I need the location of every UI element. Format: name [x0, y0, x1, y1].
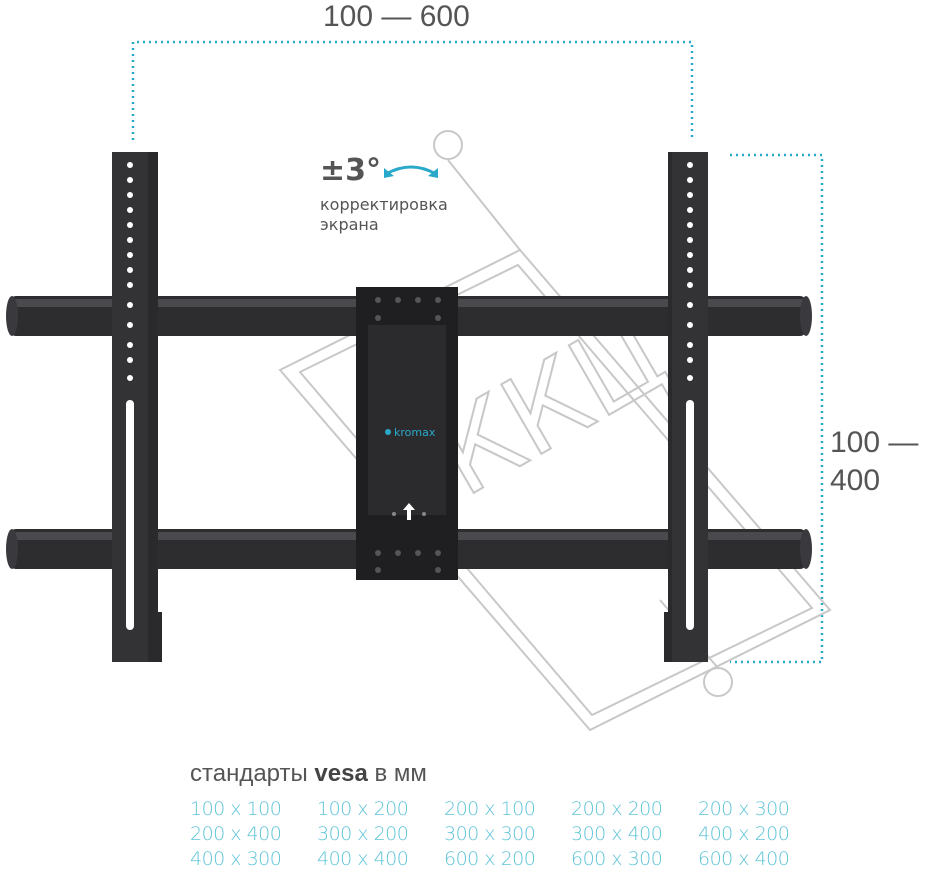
vesa-size: 600 x 400: [698, 848, 790, 870]
brand-logo: kromax: [394, 426, 436, 439]
vesa-sizes-grid: 100 x 100 100 x 200 200 x 100 200 x 200 …: [190, 797, 825, 871]
vesa-size: 100 x 200: [317, 798, 409, 820]
vesa-size: 100 x 100: [190, 798, 282, 820]
vesa-title-prefix: стандарты: [190, 760, 308, 787]
tilt-angle: ±3°: [320, 153, 381, 188]
vesa-size: 400 x 200: [698, 823, 790, 845]
right-vertical-bracket: [664, 152, 708, 662]
vesa-size: 400 x 300: [190, 848, 282, 870]
height-range-label-bottom: 400: [830, 464, 880, 497]
vesa-size: 300 x 200: [317, 823, 409, 845]
vesa-title: стандарты vesa в мм: [190, 760, 427, 788]
vesa-size: 200 x 300: [698, 798, 790, 820]
vesa-size: 300 x 300: [444, 823, 536, 845]
vesa-size: 200 x 100: [444, 798, 536, 820]
vesa-size: 200 x 400: [190, 823, 282, 845]
vesa-size: 400 x 400: [317, 848, 409, 870]
vesa-size: 600 x 200: [444, 848, 536, 870]
up-arrow-icon: [403, 503, 415, 520]
width-range-label: 100 — 600: [323, 0, 470, 33]
tilt-arrow-icon: [385, 165, 437, 176]
tilt-caption-line2: экрана: [320, 215, 379, 234]
vesa-title-bold: vesa: [314, 760, 368, 787]
dimension-lines: [131, 40, 824, 664]
height-range-label-top: 100 —: [830, 426, 918, 459]
left-vertical-bracket: [112, 152, 162, 662]
vesa-title-suffix: в мм: [374, 760, 427, 787]
center-plate: kromax: [356, 287, 458, 580]
vesa-size: 200 x 200: [571, 798, 663, 820]
vesa-size: 600 x 300: [571, 848, 663, 870]
vesa-size: 300 x 400: [571, 823, 663, 845]
tilt-caption-line1: корректировка: [320, 195, 448, 214]
